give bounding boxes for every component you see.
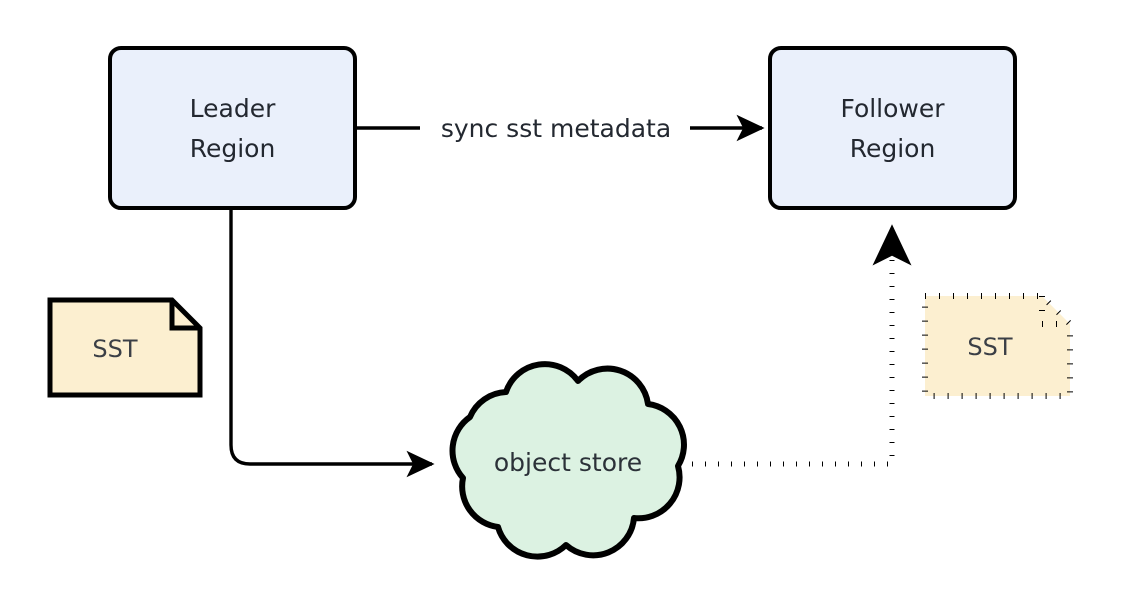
edge-fetch-path bbox=[692, 224, 912, 467]
sst-note-follower-fill[interactable] bbox=[925, 296, 1070, 396]
follower-region-box[interactable] bbox=[768, 46, 1017, 210]
node-object-store[interactable]: object store bbox=[449, 361, 687, 560]
leader-region-label-line2: Region bbox=[190, 134, 276, 163]
node-leader-region[interactable]: Leader Region bbox=[108, 46, 357, 210]
sst-note-leader-label: SST bbox=[92, 335, 137, 363]
edge-upload-path bbox=[229, 210, 435, 478]
edge-fetch-from-object-store bbox=[692, 224, 912, 467]
sst-note-follower-label: SST bbox=[967, 333, 1012, 361]
sst-note-leader-body[interactable] bbox=[47, 297, 203, 398]
leader-region-box[interactable] bbox=[108, 46, 357, 210]
sst-note-follower-fold-icon bbox=[1039, 296, 1070, 327]
edge-sync-metadata: sync sst metadata bbox=[357, 114, 765, 143]
edge-upload-to-object-store bbox=[229, 210, 435, 478]
sst-note-leader-fold-icon bbox=[169, 300, 200, 331]
node-sst-note-leader[interactable]: SST bbox=[47, 297, 203, 398]
node-sst-note-follower[interactable]: SST bbox=[922, 293, 1073, 399]
leader-region-label-line1: Leader bbox=[190, 94, 276, 123]
follower-region-label-line1: Follower bbox=[840, 94, 945, 123]
object-store-label: object store bbox=[494, 448, 642, 477]
node-follower-region[interactable]: Follower Region bbox=[768, 46, 1017, 210]
edge-label-sync-metadata: sync sst metadata bbox=[441, 114, 671, 143]
object-store-cloud-shape[interactable] bbox=[449, 361, 687, 560]
follower-region-label-line2: Region bbox=[850, 134, 936, 163]
